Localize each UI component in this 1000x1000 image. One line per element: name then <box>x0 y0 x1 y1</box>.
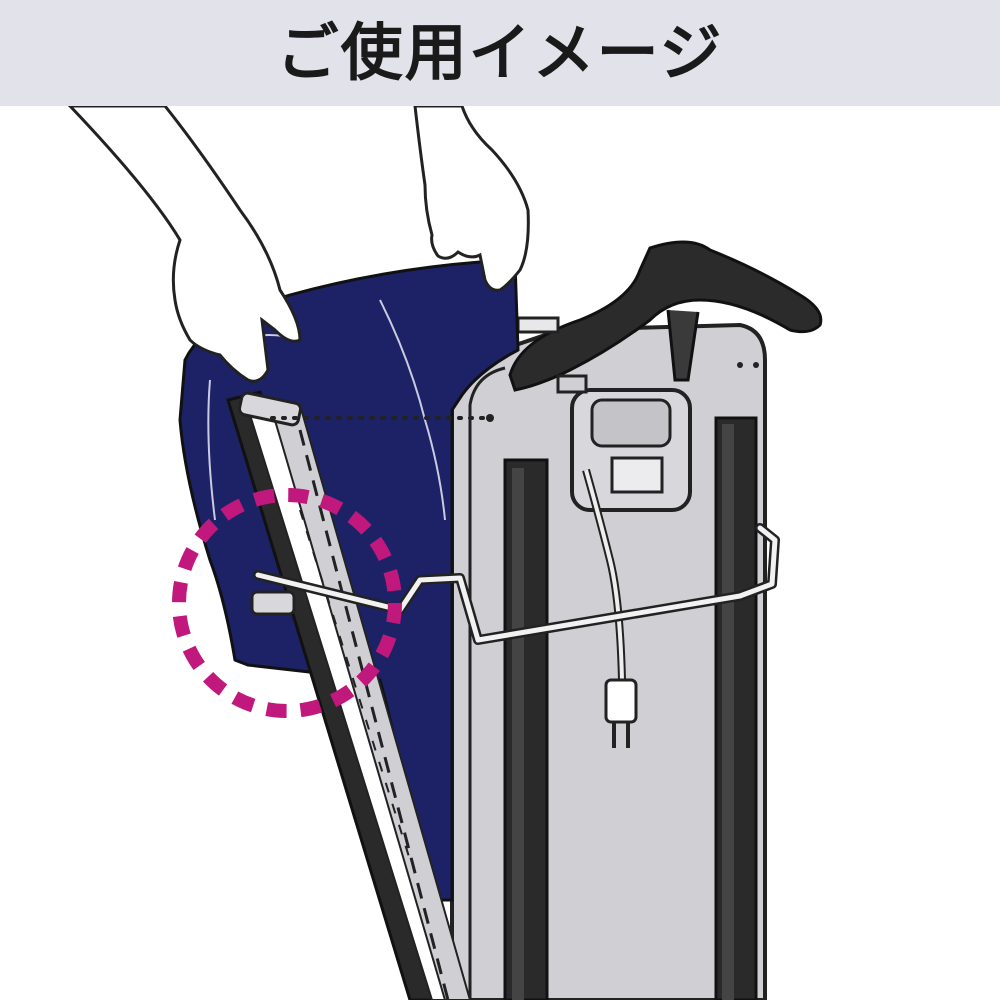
trouser-press-icon <box>450 322 767 1000</box>
wire-bar-icon <box>253 523 780 645</box>
highlight-circle-icon <box>172 488 402 718</box>
page-title: ご使用イメージ <box>276 16 724 89</box>
power-cord-icon <box>582 468 626 681</box>
header-banner: ご使用イメージ <box>0 0 1000 106</box>
usage-illustration <box>67 106 823 1000</box>
plug-icon <box>604 678 638 748</box>
hands-icon <box>67 106 530 383</box>
hanger-icon <box>508 240 823 394</box>
